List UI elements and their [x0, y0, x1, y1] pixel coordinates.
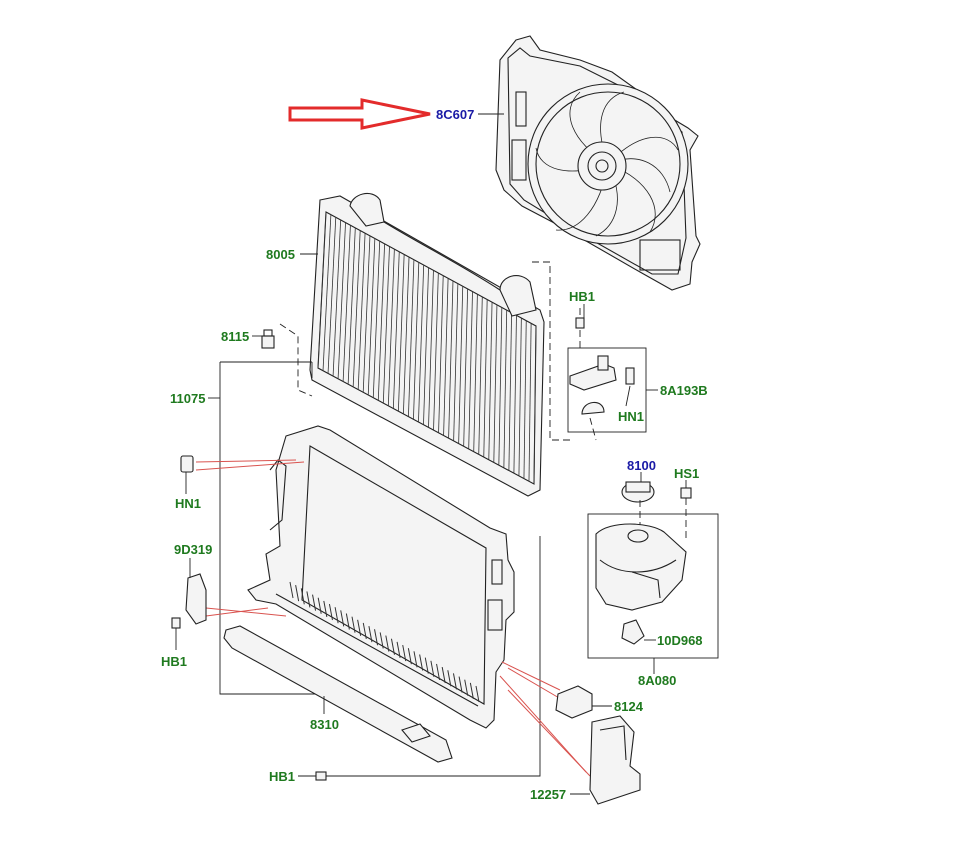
- shroud-panel-part: [208, 361, 541, 777]
- bracket-clip-part: [555, 685, 612, 719]
- label-mount-clip[interactable]: HN1: [618, 409, 645, 424]
- label-bracket-clip[interactable]: 8124: [614, 699, 643, 714]
- reservoir-part: [587, 472, 719, 674]
- clip-left-part: [180, 455, 194, 494]
- label-sensor[interactable]: 10D968: [657, 633, 703, 648]
- label-bolt-left[interactable]: HB1: [161, 654, 188, 669]
- red-leaders: [195, 459, 591, 777]
- label-bracket-left[interactable]: 9D319: [174, 542, 213, 557]
- label-lower-deflector[interactable]: 8310: [310, 717, 339, 732]
- label-upper-bolt[interactable]: HB1: [569, 289, 596, 304]
- label-clip-left[interactable]: HN1: [175, 496, 202, 511]
- label-reservoir-screw[interactable]: HS1: [674, 466, 700, 481]
- bolt-bottom-part: [298, 771, 376, 781]
- label-reservoir[interactable]: 8A080: [638, 673, 677, 688]
- label-mount-bracket[interactable]: 8A193B: [660, 383, 708, 398]
- label-radiator-bolt[interactable]: 8115: [221, 329, 250, 344]
- fan-assembly-part: [478, 35, 701, 291]
- label-reservoir-cap[interactable]: 8100: [627, 458, 656, 473]
- label-bolt-bottom[interactable]: HB1: [269, 769, 296, 784]
- highlight-arrow-icon: [288, 98, 431, 130]
- leaders: [583, 304, 631, 407]
- bracket-bottom-right-part: [570, 715, 641, 805]
- radiator-part: [300, 192, 545, 497]
- label-radiator[interactable]: 8005: [266, 247, 295, 262]
- bracket-left-part: [171, 558, 207, 650]
- label-shroud-panel[interactable]: 11075: [170, 391, 206, 406]
- mount-bracket-part: [567, 308, 658, 441]
- radiator-bolt-part: [252, 323, 313, 397]
- label-fan-assembly[interactable]: 8C607: [436, 107, 475, 122]
- label-bracket-bottom-right[interactable]: 12257: [530, 787, 567, 802]
- lower-deflector-part: [223, 625, 453, 763]
